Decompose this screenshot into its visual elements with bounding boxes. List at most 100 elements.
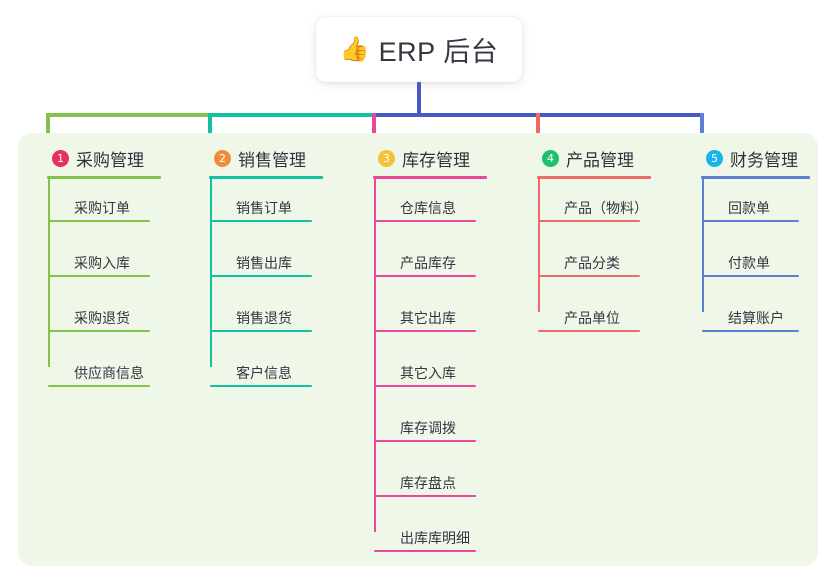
branch-badge-5: 5 (706, 149, 723, 167)
branch-item-underline (374, 385, 476, 387)
branch-header-underline-5 (701, 176, 810, 179)
branch-item-label: 采购订单 (74, 200, 130, 216)
branch-item-label: 采购退货 (74, 310, 130, 326)
branch-trunk-3 (374, 178, 376, 532)
branch-column-5: 5 财务管理回款单付款单结算账户 (690, 146, 835, 332)
branch-item-label: 回款单 (728, 200, 770, 216)
connector-drop-5 (700, 113, 704, 146)
branch-item-underline (538, 330, 640, 332)
branch-column-1: 1 采购管理采购订单采购入库采购退货供应商信息 (36, 146, 186, 387)
branch-item-underline (48, 385, 150, 387)
branch-title-3: 库存管理 (402, 150, 470, 170)
branch-item-label: 销售退货 (236, 310, 292, 326)
branch-item-underline (702, 330, 799, 332)
branch-item[interactable]: 客户信息 (210, 361, 330, 387)
branch-item[interactable]: 销售退货 (210, 306, 330, 332)
connector-segment-2 (208, 113, 376, 117)
branch-item-label: 产品库存 (400, 255, 456, 271)
branch-title-1: 采购管理 (76, 150, 144, 170)
branch-item-underline (210, 275, 312, 277)
branch-header-underline-1 (47, 176, 161, 179)
branch-item[interactable]: 库存调拨 (374, 416, 494, 442)
branch-item-label: 采购入库 (74, 255, 130, 271)
branch-item-label: 产品分类 (564, 255, 620, 271)
branch-header-5[interactable]: 5 财务管理 (690, 146, 835, 170)
branch-item-label: 销售订单 (236, 200, 292, 216)
branch-item[interactable]: 销售出库 (210, 251, 330, 277)
branch-item[interactable]: 仓库信息 (374, 196, 494, 222)
branch-badge-1: 1 (52, 149, 69, 167)
branch-item[interactable]: 产品单位 (538, 306, 658, 332)
connector-drop-4 (536, 113, 540, 146)
branch-title-2: 销售管理 (238, 150, 306, 170)
branch-header-2[interactable]: 2 销售管理 (198, 146, 348, 170)
branch-item-label: 销售出库 (236, 255, 292, 271)
branch-title-4: 产品管理 (566, 150, 634, 170)
branch-item-underline (374, 275, 476, 277)
branch-badge-4: 4 (542, 149, 559, 167)
branch-item-label: 仓库信息 (400, 200, 456, 216)
branch-trunk-2 (210, 178, 212, 367)
branch-item-label: 其它入库 (400, 365, 456, 381)
branch-header-underline-4 (537, 176, 651, 179)
branch-column-4: 4 产品管理产品（物料） 产品分类产品单位 (526, 146, 676, 332)
branch-item[interactable]: 采购入库 (48, 251, 168, 277)
branch-item[interactable]: 出库库明细 (374, 526, 494, 552)
connector-drop-2 (208, 113, 212, 146)
branch-header-1[interactable]: 1 采购管理 (36, 146, 186, 170)
branch-item[interactable]: 销售订单 (210, 196, 330, 222)
branch-item[interactable]: 其它出库 (374, 306, 494, 332)
branch-item-underline (702, 275, 799, 277)
branch-item-label: 结算账户 (728, 310, 784, 326)
branch-item[interactable]: 产品库存 (374, 251, 494, 277)
branch-item[interactable]: 产品（物料） (538, 196, 658, 222)
branch-item-underline (210, 330, 312, 332)
branch-item-label: 库存盘点 (400, 475, 456, 491)
branch-badge-2: 2 (214, 149, 231, 167)
branch-item-underline (538, 275, 640, 277)
branch-item[interactable]: 回款单 (702, 196, 817, 222)
branch-item[interactable]: 产品分类 (538, 251, 658, 277)
root-node-card[interactable]: 👍 ERP 后台 (316, 17, 522, 82)
branch-item-underline (374, 440, 476, 442)
branch-item[interactable]: 采购订单 (48, 196, 168, 222)
branch-trunk-4 (538, 178, 540, 312)
branch-item-underline (374, 495, 476, 497)
branch-item-underline (374, 220, 476, 222)
connector-segment-1 (46, 113, 212, 117)
branch-item-underline (48, 275, 150, 277)
branch-item-underline (374, 550, 476, 552)
branch-item-underline (374, 330, 476, 332)
branch-item-label: 产品（物料） (564, 200, 648, 216)
root-stem (417, 82, 421, 117)
branch-header-underline-2 (209, 176, 323, 179)
branch-item-label: 供应商信息 (74, 365, 144, 381)
branch-item-label: 其它出库 (400, 310, 456, 326)
branch-item-label: 库存调拨 (400, 420, 456, 436)
branch-item-underline (210, 220, 312, 222)
branch-column-2: 2 销售管理销售订单销售出库销售退货客户信息 (198, 146, 348, 387)
branch-item[interactable]: 供应商信息 (48, 361, 168, 387)
branch-item-underline (210, 385, 312, 387)
branch-item[interactable]: 结算账户 (702, 306, 817, 332)
branch-item[interactable]: 库存盘点 (374, 471, 494, 497)
connector-drop-1 (46, 113, 50, 146)
branch-item-label: 产品单位 (564, 310, 620, 326)
branch-item-label: 客户信息 (236, 365, 292, 381)
branch-item[interactable]: 付款单 (702, 251, 817, 277)
diagram-panel (18, 133, 818, 566)
branch-item-label: 出库库明细 (400, 530, 470, 546)
branch-item-underline (48, 330, 150, 332)
branch-header-4[interactable]: 4 产品管理 (526, 146, 676, 170)
branch-title-5: 财务管理 (730, 150, 798, 170)
branch-item-underline (702, 220, 799, 222)
branch-header-underline-3 (373, 176, 487, 179)
branch-item-underline (48, 220, 150, 222)
branch-item[interactable]: 采购退货 (48, 306, 168, 332)
branch-trunk-5 (702, 178, 704, 312)
branch-item-label: 付款单 (728, 255, 770, 271)
thumbs-up-icon: 👍 (339, 35, 370, 63)
branch-item[interactable]: 其它入库 (374, 361, 494, 387)
